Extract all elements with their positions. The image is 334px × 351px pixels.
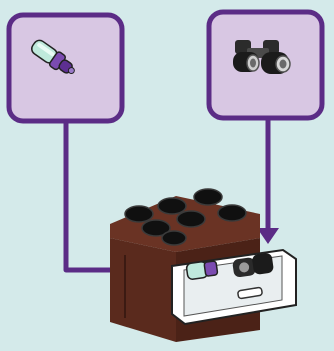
- callout-panel-flashlight: [9, 15, 122, 121]
- callout-panel-binoculars: [209, 12, 322, 118]
